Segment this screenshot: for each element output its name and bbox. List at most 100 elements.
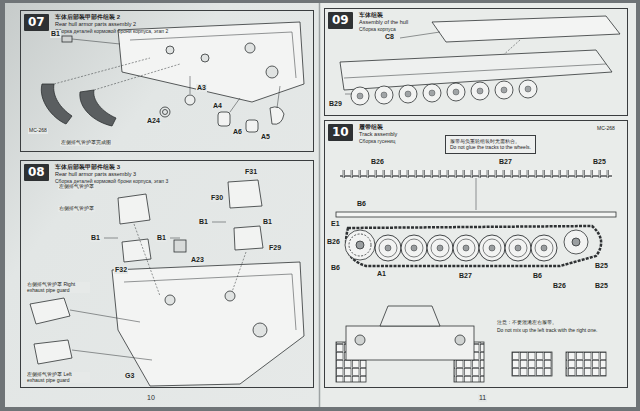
drawing-part bbox=[519, 80, 537, 98]
drawing-part bbox=[355, 335, 365, 345]
drawing-part bbox=[230, 98, 240, 112]
drawing-part bbox=[118, 22, 304, 102]
drawing-part bbox=[80, 90, 116, 126]
step-heading: Сборка деталей кормовой брони корпуса, э… bbox=[55, 28, 307, 34]
drawing-part bbox=[218, 112, 230, 126]
drawing-part bbox=[375, 86, 393, 104]
part-number: F29 bbox=[268, 244, 282, 252]
drawing-part bbox=[455, 335, 465, 345]
drawing-part bbox=[212, 222, 226, 223]
drawing-part bbox=[453, 235, 479, 261]
drawing-part bbox=[380, 306, 440, 326]
drawing-part bbox=[375, 235, 401, 261]
step-heading: 车体后部装甲部件组装 2 bbox=[55, 14, 307, 21]
drawing-part bbox=[400, 32, 440, 38]
drawing-part bbox=[351, 87, 369, 105]
part-number: B25 bbox=[594, 262, 609, 270]
drawing-part bbox=[246, 120, 258, 132]
note-label: 左侧排气管护罩 Left exhaust pipe guard bbox=[26, 372, 90, 383]
part-number: B25 bbox=[592, 158, 607, 166]
step-heading: Сборка корпуса bbox=[359, 26, 621, 32]
drawing-part bbox=[5, 3, 319, 407]
part-number: B6 bbox=[532, 272, 543, 280]
part-number: B1 bbox=[198, 218, 209, 226]
drawing-part bbox=[130, 32, 296, 78]
step-heading: Assembly of the hull bbox=[359, 19, 621, 26]
drawing-part bbox=[228, 180, 262, 208]
drawing-part bbox=[336, 212, 616, 217]
step-panel: 车体后部装甲部件组装 2Rear hull armor parts assemb… bbox=[20, 10, 314, 152]
step10-drawing bbox=[336, 170, 616, 382]
drawing-part bbox=[166, 46, 174, 54]
drawing-part bbox=[201, 54, 209, 62]
step-number: 08 bbox=[28, 166, 45, 179]
step-number: 09 bbox=[332, 14, 349, 27]
part-number: B6 bbox=[356, 200, 367, 208]
part-number: A23 bbox=[190, 256, 205, 264]
part-number: B26 bbox=[326, 238, 341, 246]
part-number: E1 bbox=[330, 220, 341, 228]
step-number: 10 bbox=[332, 126, 349, 139]
part-number: B27 bbox=[498, 158, 513, 166]
part-number: F31 bbox=[244, 168, 258, 176]
drawing-part bbox=[531, 235, 557, 261]
drawing-part bbox=[564, 230, 588, 254]
part-number: F32 bbox=[114, 266, 128, 274]
drawing-part bbox=[270, 107, 284, 124]
drawing-part bbox=[72, 350, 152, 360]
drawing-part bbox=[124, 274, 296, 330]
part-number: B25 bbox=[594, 282, 609, 290]
part-number: F30 bbox=[210, 194, 224, 202]
part-number: B1 bbox=[50, 30, 61, 38]
drawing-part bbox=[447, 83, 465, 101]
part-number: B1 bbox=[156, 234, 167, 242]
drawing-part bbox=[165, 295, 175, 305]
drawing-part bbox=[277, 86, 280, 108]
note-label: MC-268 bbox=[28, 128, 48, 134]
step-badge: 08 bbox=[24, 164, 49, 181]
drawing-part bbox=[266, 66, 278, 78]
note-label: 右侧排气管护罩 Right exhaust pipe guard bbox=[26, 282, 90, 293]
drawing-part bbox=[566, 352, 606, 376]
drawing-part bbox=[41, 84, 72, 124]
step-badge: 10 bbox=[328, 124, 353, 141]
note-label: MC-268 bbox=[596, 126, 616, 132]
drawing-part bbox=[163, 110, 168, 115]
drawing-part bbox=[118, 194, 150, 224]
drawing-part bbox=[349, 234, 371, 256]
drawing-part bbox=[72, 39, 120, 44]
drawing-part bbox=[320, 3, 636, 407]
drawing-part bbox=[34, 340, 72, 364]
page-number: 10 bbox=[146, 394, 156, 402]
drawing-part bbox=[401, 235, 427, 261]
step-heading: Rear hull armor parts assembly 3 bbox=[55, 171, 307, 178]
step-heading: 车体组装 bbox=[359, 12, 621, 19]
drawing-part bbox=[174, 240, 186, 252]
drawing-part bbox=[30, 298, 70, 324]
drawing-part bbox=[495, 81, 513, 99]
step-badge: 09 bbox=[328, 12, 353, 29]
step07-drawing bbox=[41, 22, 304, 132]
drawing-part bbox=[232, 252, 246, 292]
step09-drawing bbox=[340, 16, 620, 105]
note-label: Do not mix up the left track with the ri… bbox=[496, 328, 616, 334]
drawing-part bbox=[399, 85, 417, 103]
drawing-part bbox=[479, 235, 505, 261]
note-label: 左侧排气管护罩 bbox=[58, 184, 95, 190]
part-number: B1 bbox=[90, 234, 101, 242]
part-number: A4 bbox=[212, 102, 223, 110]
drawing-part bbox=[160, 107, 170, 117]
drawing-part bbox=[432, 16, 620, 42]
part-number: B29 bbox=[328, 100, 343, 108]
drawing-part bbox=[346, 226, 601, 266]
drawing-part bbox=[94, 64, 180, 90]
drawing-part bbox=[112, 262, 304, 386]
drawing-part bbox=[54, 58, 150, 84]
drawing-part bbox=[427, 235, 453, 261]
drawing-part bbox=[346, 326, 474, 360]
step-badge: 07 bbox=[24, 14, 49, 31]
part-number: A1 bbox=[376, 270, 387, 278]
drawing-part bbox=[253, 323, 267, 337]
step-heading: Rear hull armor parts assembly 2 bbox=[55, 21, 307, 28]
drawing-part bbox=[572, 238, 580, 246]
